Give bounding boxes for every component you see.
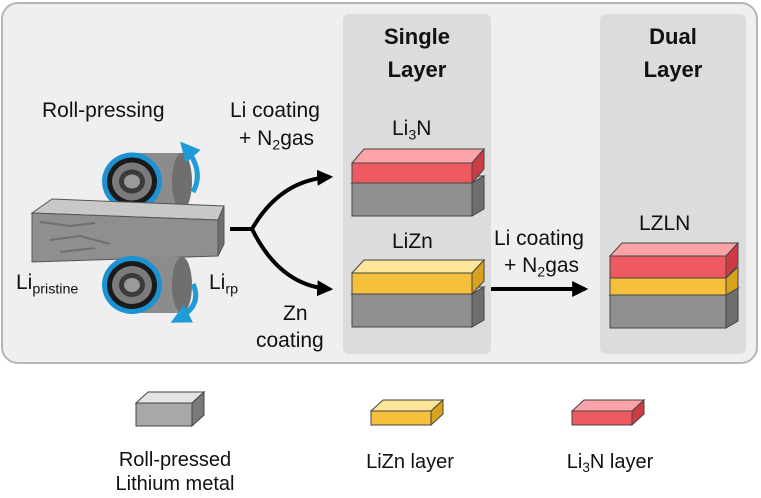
li-pristine-sub: pristine bbox=[32, 281, 79, 298]
legend-metal-line1: Roll-pressed bbox=[118, 449, 232, 471]
upper-branch-sub: 2 bbox=[272, 137, 281, 154]
dual-lzln-label: LZLN bbox=[639, 212, 691, 235]
lower-branch-line2: coating bbox=[256, 329, 324, 352]
legend-lizn-block bbox=[369, 398, 445, 427]
single-lizn-label: LiZn bbox=[392, 230, 433, 253]
li3n-suffix: N bbox=[416, 117, 432, 140]
legend-metal-line2: Lithium metal bbox=[115, 473, 235, 495]
upper-branch-suffix: gas bbox=[280, 127, 315, 150]
top-roller bbox=[102, 152, 192, 211]
dual-layer-heading-1: Dual bbox=[649, 24, 697, 49]
branch-arrows bbox=[230, 169, 589, 297]
legend-metal-block bbox=[134, 390, 206, 428]
single-layer-heading-1: Single bbox=[383, 24, 450, 49]
middle-step-prefix: + N bbox=[504, 254, 538, 277]
li3n-sub: 3 bbox=[408, 127, 417, 144]
rotation-arrow-bottom bbox=[170, 282, 199, 323]
legend-li3n-label: Li3N layer bbox=[540, 452, 680, 475]
li-rp-label: Lirp bbox=[209, 272, 238, 297]
dual-lzln-stack bbox=[608, 241, 740, 329]
lower-branch-line1: Zn bbox=[283, 302, 308, 325]
bottom-roller bbox=[102, 256, 192, 314]
middle-step-sub: 2 bbox=[537, 264, 546, 281]
li-pristine-main: Li bbox=[16, 271, 33, 294]
single-li3n-label: Li3N bbox=[392, 118, 431, 143]
single-li3n-stack bbox=[350, 147, 486, 217]
single-layer-heading-2: Layer bbox=[387, 57, 447, 82]
lithium-strip bbox=[30, 198, 225, 263]
legend-li3n-sub: 3 bbox=[582, 460, 590, 476]
dual-layer-heading-2: Layer bbox=[643, 57, 703, 82]
upper-branch-prefix: + N bbox=[239, 127, 273, 150]
upper-branch-line1: Li coating bbox=[230, 99, 320, 122]
legend-li3n-block bbox=[570, 398, 646, 427]
middle-step-line1: Li coating bbox=[494, 227, 584, 250]
middle-step-line2: + N2gas bbox=[504, 255, 579, 280]
upper-branch-line2: + N2gas bbox=[239, 128, 314, 153]
legend-li3n-main: Li bbox=[566, 451, 583, 473]
li-rp-main: Li bbox=[209, 271, 226, 294]
li3n-main: Li bbox=[392, 117, 409, 140]
li-rp-sub: rp bbox=[225, 281, 239, 298]
middle-step-suffix: gas bbox=[545, 254, 580, 277]
roll-press-apparatus bbox=[30, 141, 225, 323]
roll-pressing-label: Roll-pressing bbox=[42, 99, 165, 122]
legend-lizn-label: LiZn layer bbox=[366, 451, 454, 473]
single-lizn-stack bbox=[350, 258, 486, 328]
rotation-arrow-top bbox=[180, 141, 201, 194]
li-pristine-label: Lipristine bbox=[16, 272, 78, 297]
legend-li3n-suffix: N layer bbox=[589, 451, 654, 473]
